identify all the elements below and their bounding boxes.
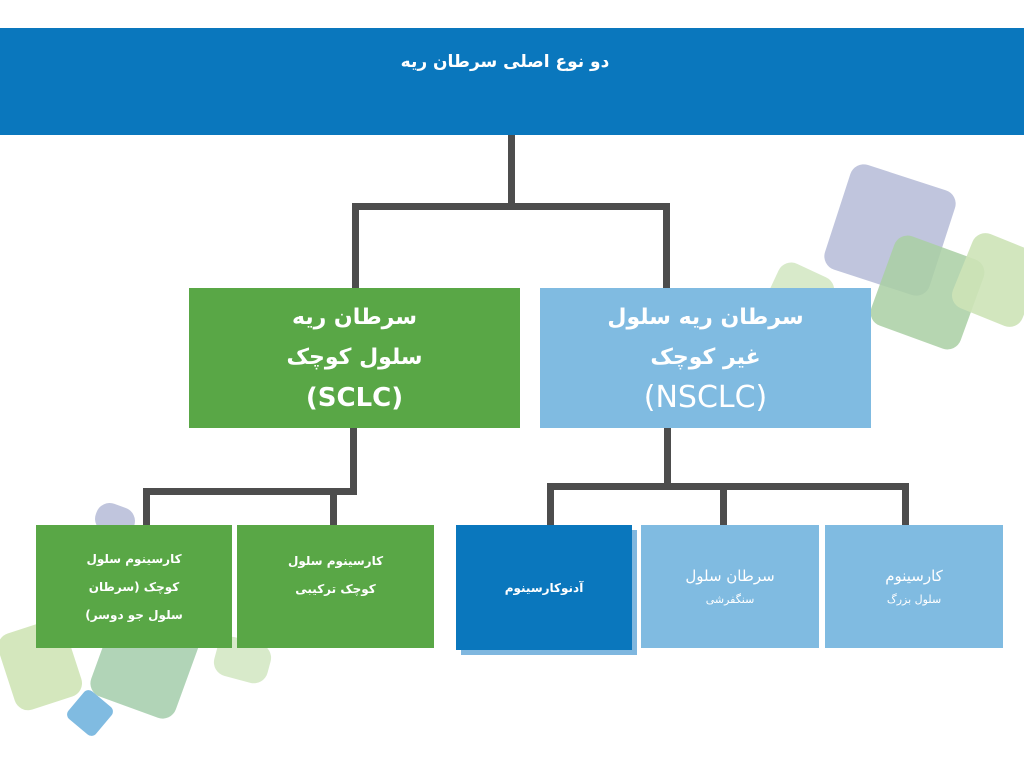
nsclc-abbr: (NSCLC) <box>643 380 768 415</box>
connector-line <box>143 488 150 526</box>
child-line: آدنوکارسینوم <box>504 580 584 595</box>
child-line: کوچک ترکیبی <box>295 582 376 596</box>
child-line: کارسینوم سلول <box>86 551 182 566</box>
nsclc-box: سرطان ریه سلول غیر کوچک (NSCLC) <box>540 288 871 428</box>
connector-line <box>143 488 357 495</box>
connector-line <box>547 483 554 525</box>
connector-line <box>350 427 357 495</box>
connector-line <box>664 427 671 487</box>
sclc-child-combined: کارسینوم سلول کوچک ترکیبی <box>237 525 434 648</box>
child-line: سلول بزرگ <box>886 592 942 606</box>
connector-line <box>508 135 515 207</box>
child-line: کارسینوم <box>885 566 943 585</box>
child-line: سلول جو دوسر) <box>85 607 183 622</box>
connector-line <box>902 483 909 525</box>
connector-line <box>663 203 670 289</box>
sclc-line1: سرطان ریه <box>292 305 418 330</box>
header-banner <box>0 28 1024 135</box>
connector-line <box>352 203 359 289</box>
sclc-line2: سلول کوچک <box>286 345 423 370</box>
nsclc-child-large-cell: کارسینوم سلول بزرگ <box>825 525 1003 648</box>
child-line: کارسینوم سلول <box>287 554 384 568</box>
nsclc-line1: سرطان ریه سلول <box>607 305 804 330</box>
child-line: سرطان سلول <box>685 566 775 585</box>
connector-line <box>547 483 909 490</box>
nsclc-child-squamous: سرطان سلول سنگفرشی <box>641 525 819 648</box>
nsclc-child-adenocarcinoma: آدنوکارسینوم <box>456 525 632 650</box>
child-line: کوچک (سرطان <box>88 579 180 594</box>
page-title: دو نوع اصلی سرطان ریه <box>400 52 610 72</box>
connector-line <box>330 488 337 526</box>
sclc-box: سرطان ریه سلول کوچک (SCLC) <box>189 288 520 428</box>
connector-line <box>720 483 727 525</box>
child-line: سنگفرشی <box>705 592 755 606</box>
sclc-abbr: (SCLC) <box>305 383 404 413</box>
sclc-child-oat-cell: کارسینوم سلول کوچک (سرطان سلول جو دوسر) <box>36 525 232 648</box>
nsclc-line2: غیر کوچک <box>650 345 761 370</box>
connector-line <box>352 203 670 210</box>
